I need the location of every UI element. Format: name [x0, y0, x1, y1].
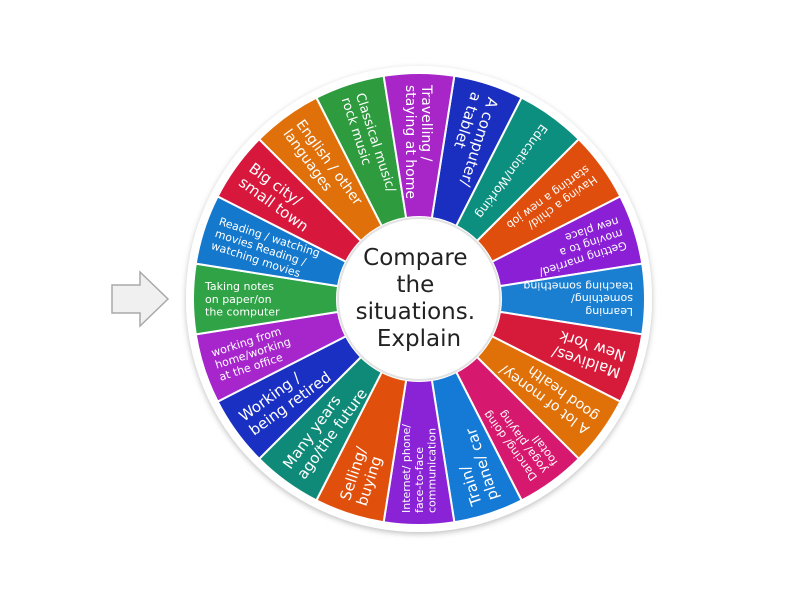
center-line: situations.	[356, 299, 475, 325]
segment-label: Travelling /staying at home	[402, 84, 434, 199]
wheel-pointer[interactable]	[111, 270, 170, 328]
segment-label-line: teaching something	[523, 280, 633, 293]
center-line: Compare	[363, 245, 467, 271]
segment-label-line: communication	[426, 428, 439, 513]
segment-label-line: Internet/ phone/	[400, 424, 413, 513]
segment-label: Learningsomething/teaching something	[523, 280, 633, 318]
segment-label-line: something/	[571, 292, 633, 305]
segment-label-line: staying at home	[402, 85, 418, 199]
segment-label-line: on paper/on	[205, 293, 272, 306]
center-line: the	[396, 272, 434, 298]
center-line: Explain	[377, 326, 461, 352]
segment-label: Internet/ phone/face-to-facecommunicatio…	[400, 424, 438, 513]
segment-label-line: the computer	[205, 306, 280, 319]
segment-label-line: Travelling /	[418, 84, 434, 162]
spin-wheel[interactable]: A computer/a tabletEducation/WorkingHavi…	[186, 66, 652, 532]
arrow-right-icon[interactable]	[111, 270, 170, 328]
segment-label-line: Learning	[585, 305, 633, 318]
center-title: Compare the situations. Explain	[356, 245, 483, 352]
segment-label-line: face-to-face	[413, 447, 426, 513]
segment-label-line: Taking notes	[204, 280, 274, 293]
wheel-segments[interactable]	[191, 72, 647, 527]
wheel-center-hub	[337, 217, 501, 381]
